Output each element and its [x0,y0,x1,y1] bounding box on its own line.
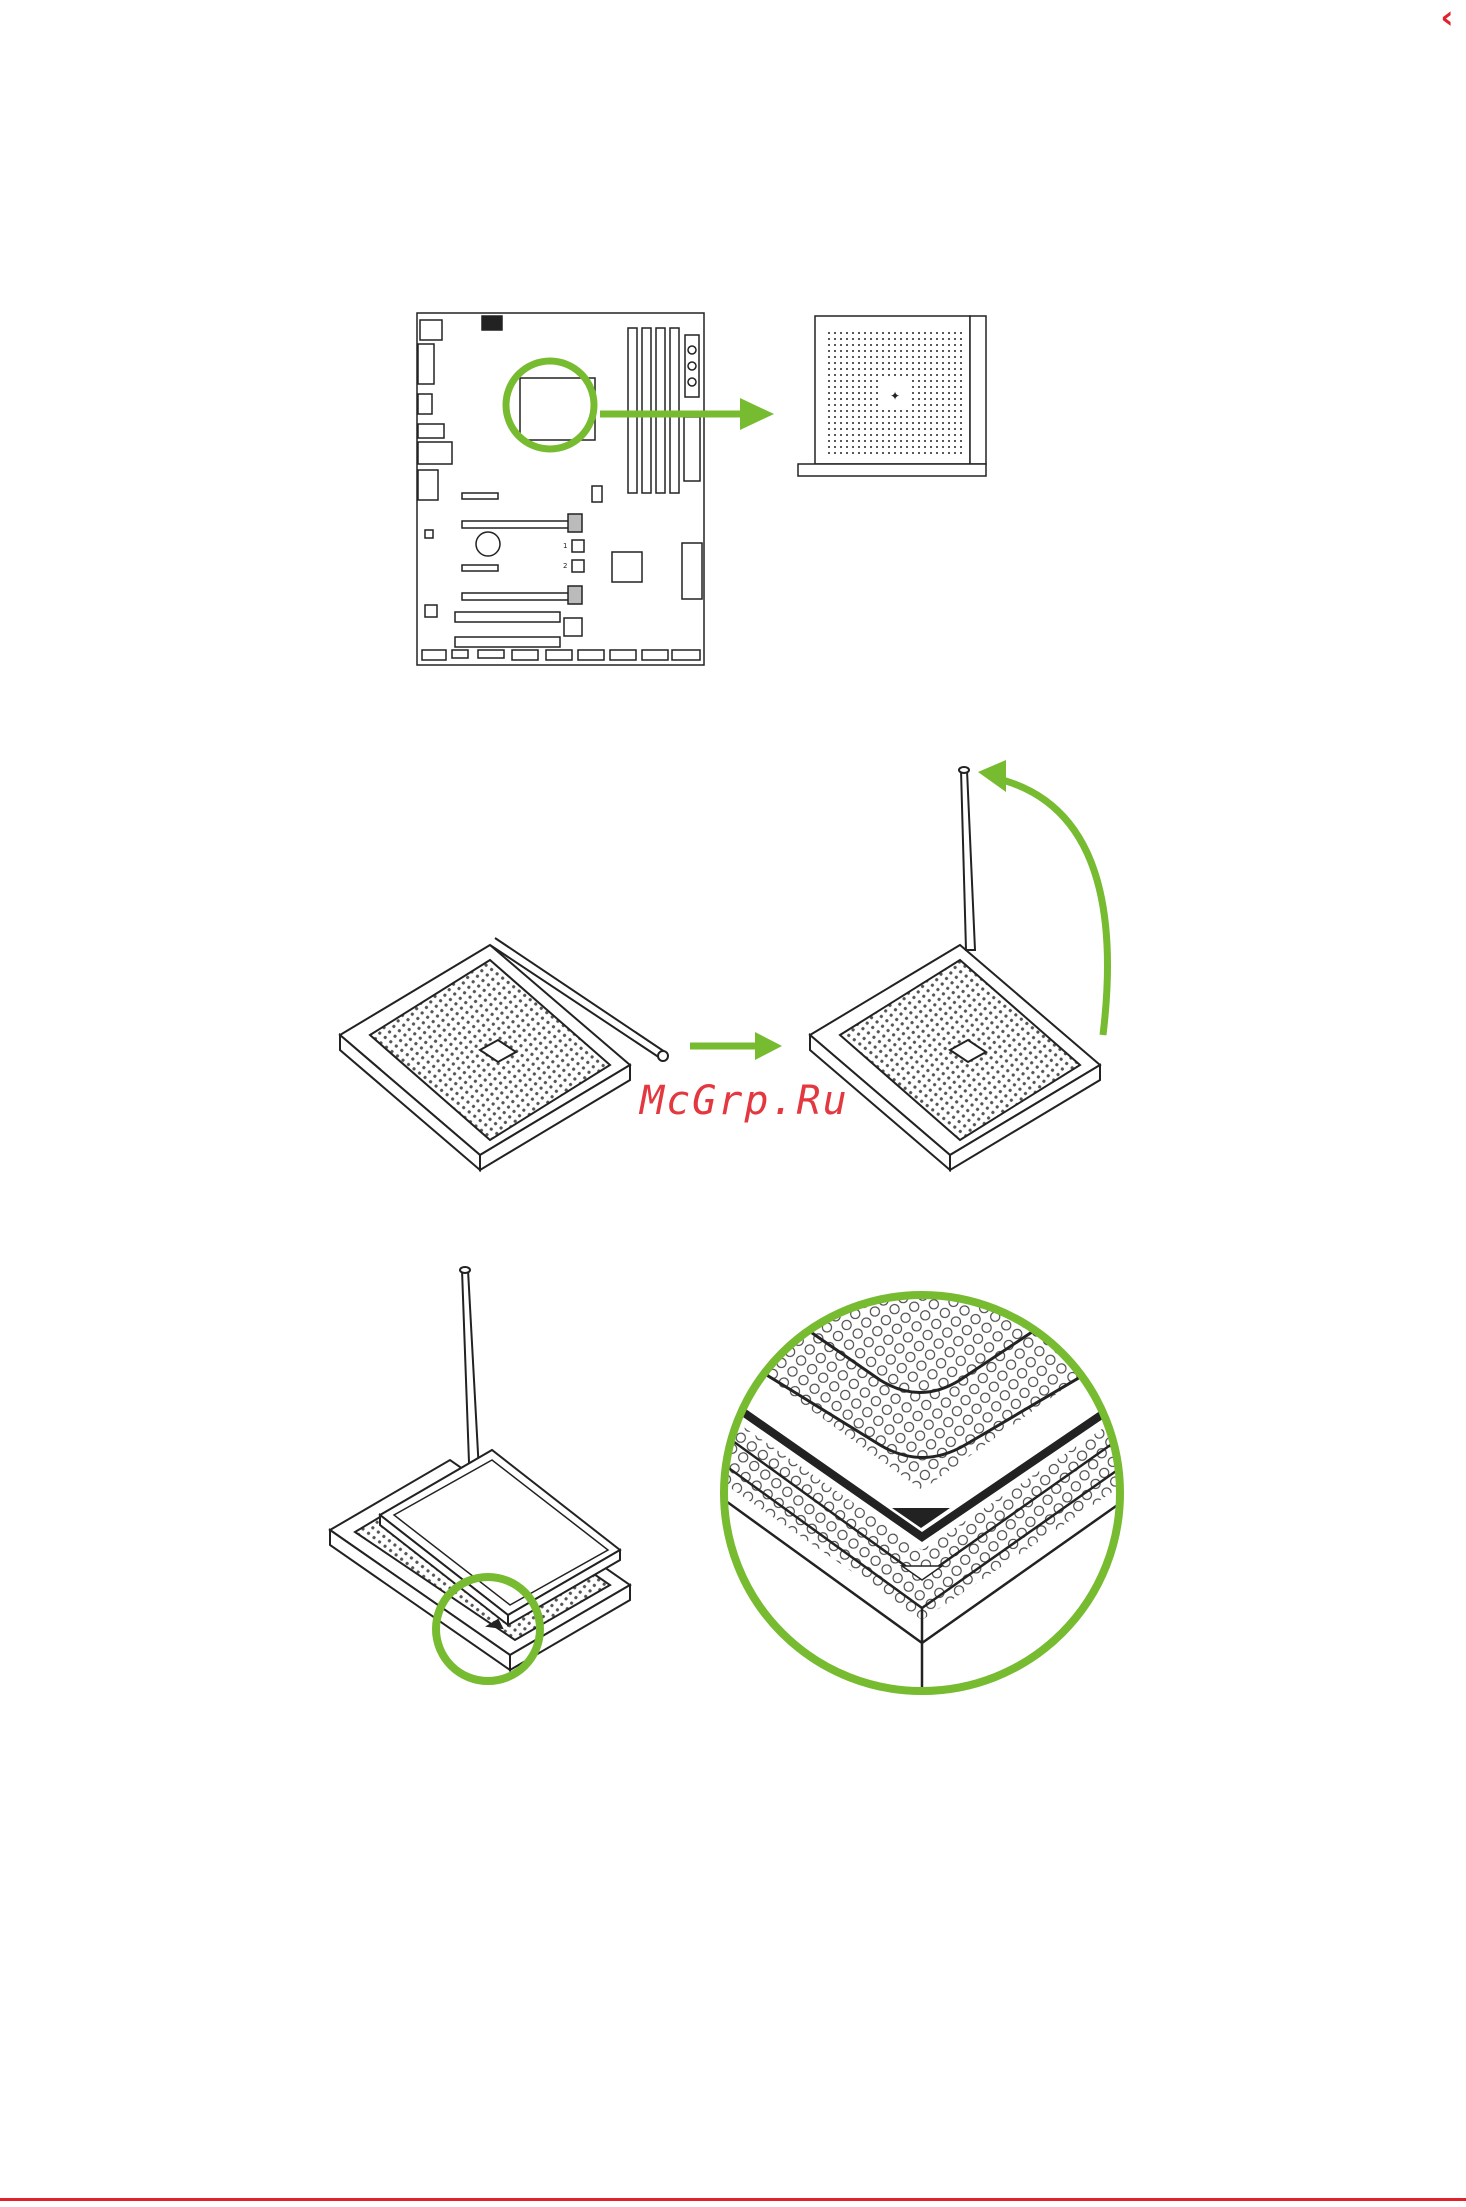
watermark: McGrp.Ru [640,1078,849,1124]
socket-highlight-circle [506,361,594,449]
board-label-2: 2 [563,562,567,570]
right-arrow-icon [600,398,774,430]
zoom-detail [690,1290,1140,1700]
socket-with-cpu [330,1267,630,1670]
socket-top-view: ✦ [798,316,986,476]
chevron-left-icon[interactable]: ‹ [1432,2,1462,32]
socket-lever-down [340,938,668,1170]
svg-text:✦: ✦ [890,389,900,403]
cpu-placement-figure [320,1260,1140,1710]
footer-rule [0,2198,1466,2201]
right-arrow-icon [690,1032,782,1060]
board-label-1: 1 [563,542,567,550]
socket-lever-up [810,767,1100,1170]
motherboard-location-figure: 1 2 ✦ [400,300,1060,680]
lever-raise-figure [330,750,1150,1190]
